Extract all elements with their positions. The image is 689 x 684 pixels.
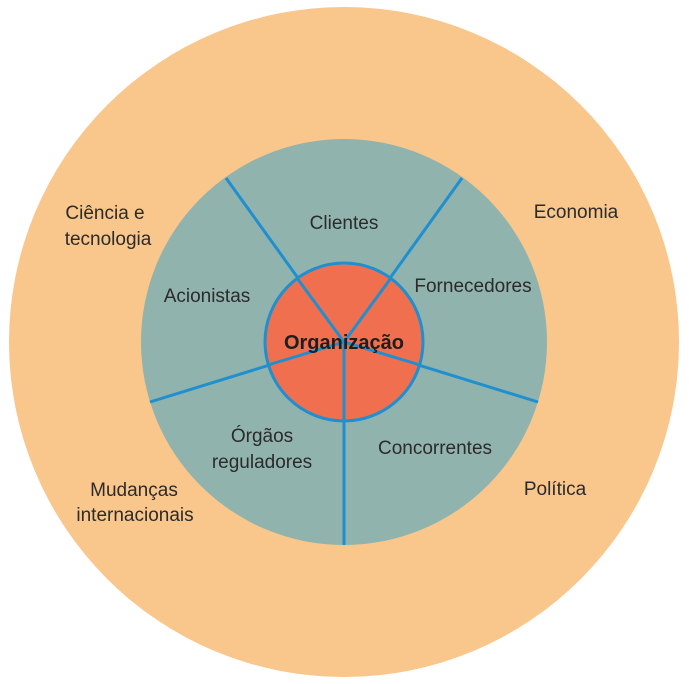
center-divider-line (295, 277, 346, 343)
center-dividers (267, 277, 421, 421)
acionistas-label: Acionistas (164, 286, 251, 307)
center-divider-line (342, 277, 393, 343)
ciencia-label-line1: Ciência e (65, 203, 144, 224)
mudancas-label-line2: internacionais (76, 505, 193, 526)
organization-label: Organização (284, 332, 404, 354)
clientes-label: Clientes (310, 213, 379, 234)
fornecedores-label: Fornecedores (414, 276, 531, 297)
center-divider-line (267, 340, 345, 367)
mudancas-label-line1: Mudanças (90, 480, 178, 501)
concorrentes-label: Concorrentes (378, 438, 492, 459)
politica-label: Política (524, 479, 587, 500)
orgaos-label-line1: Órgãos (231, 425, 293, 447)
center-divider-line (343, 340, 421, 367)
orgaos-label-line2: reguladores (212, 452, 312, 473)
economia-label: Economia (534, 202, 619, 223)
ciencia-label-line2: tecnologia (65, 229, 152, 250)
